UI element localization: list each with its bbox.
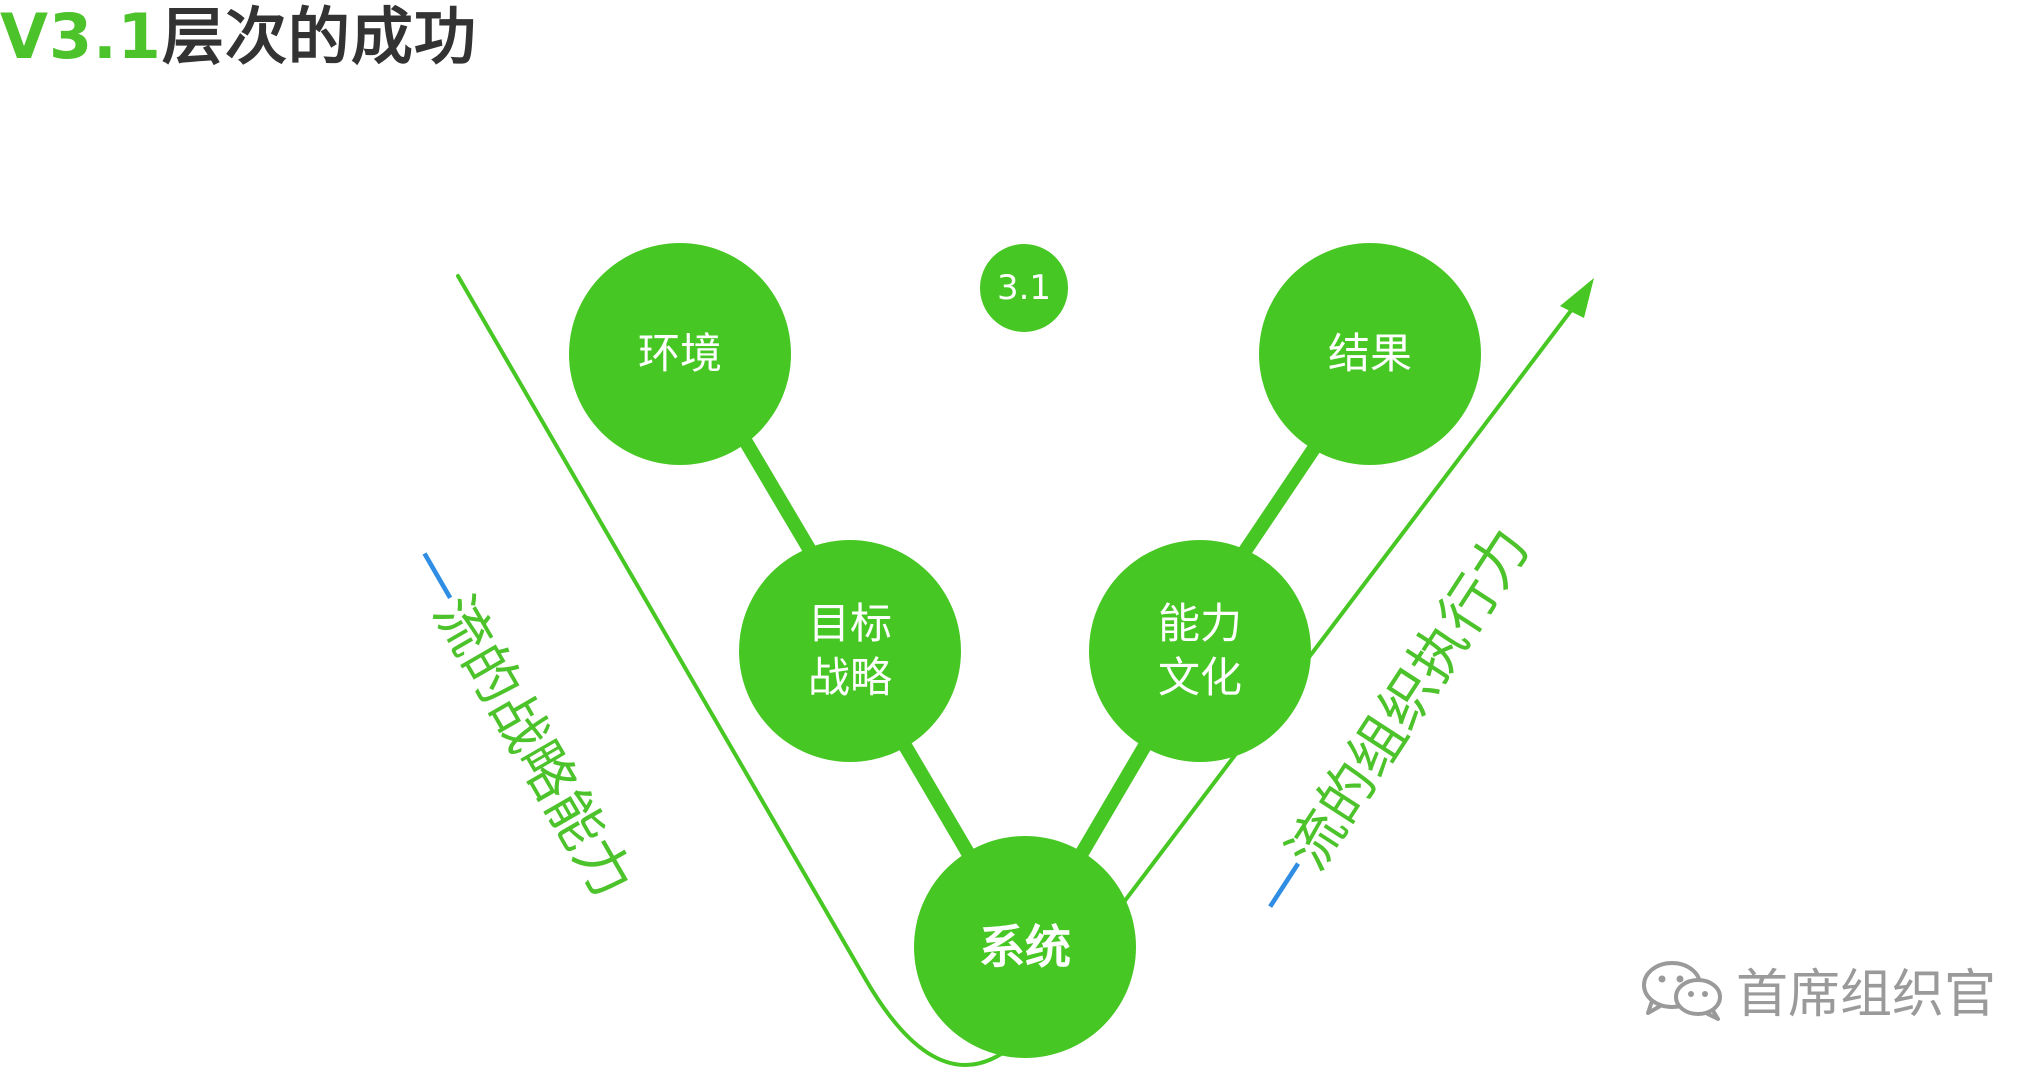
node-system-label: 系统 (979, 920, 1071, 974)
title-text: 层次的成功 (161, 0, 477, 73)
page-title: V3.1层次的成功 (0, 0, 477, 74)
version-badge-label: 3.1 (996, 268, 1052, 308)
wechat-icon (1642, 960, 1722, 1021)
node-environment: 环境 (569, 243, 791, 465)
node-result: 结果 (1259, 243, 1481, 465)
version-badge: 3.1 (980, 244, 1068, 332)
node-goal-strategy: 目标 战略 (739, 540, 961, 762)
node-system: 系统 (914, 836, 1136, 1058)
watermark: 首席组织官 (1640, 952, 1996, 1027)
node-capability-culture: 能力 文化 (1089, 540, 1311, 762)
node-goal-strategy-line1: 目标 (807, 599, 892, 648)
node-environment-label: 环境 (637, 329, 722, 378)
node-capability-culture-line1: 能力 (1157, 599, 1242, 648)
v-curve-arrowhead (1560, 278, 1594, 318)
node-capability-culture-line2: 文化 (1157, 653, 1242, 702)
watermark-text: 首席组织官 (1736, 965, 1997, 1025)
title-version: V3.1 (0, 0, 162, 73)
node-result-label: 结果 (1327, 329, 1412, 378)
node-goal-strategy-line2: 战略 (807, 653, 892, 702)
